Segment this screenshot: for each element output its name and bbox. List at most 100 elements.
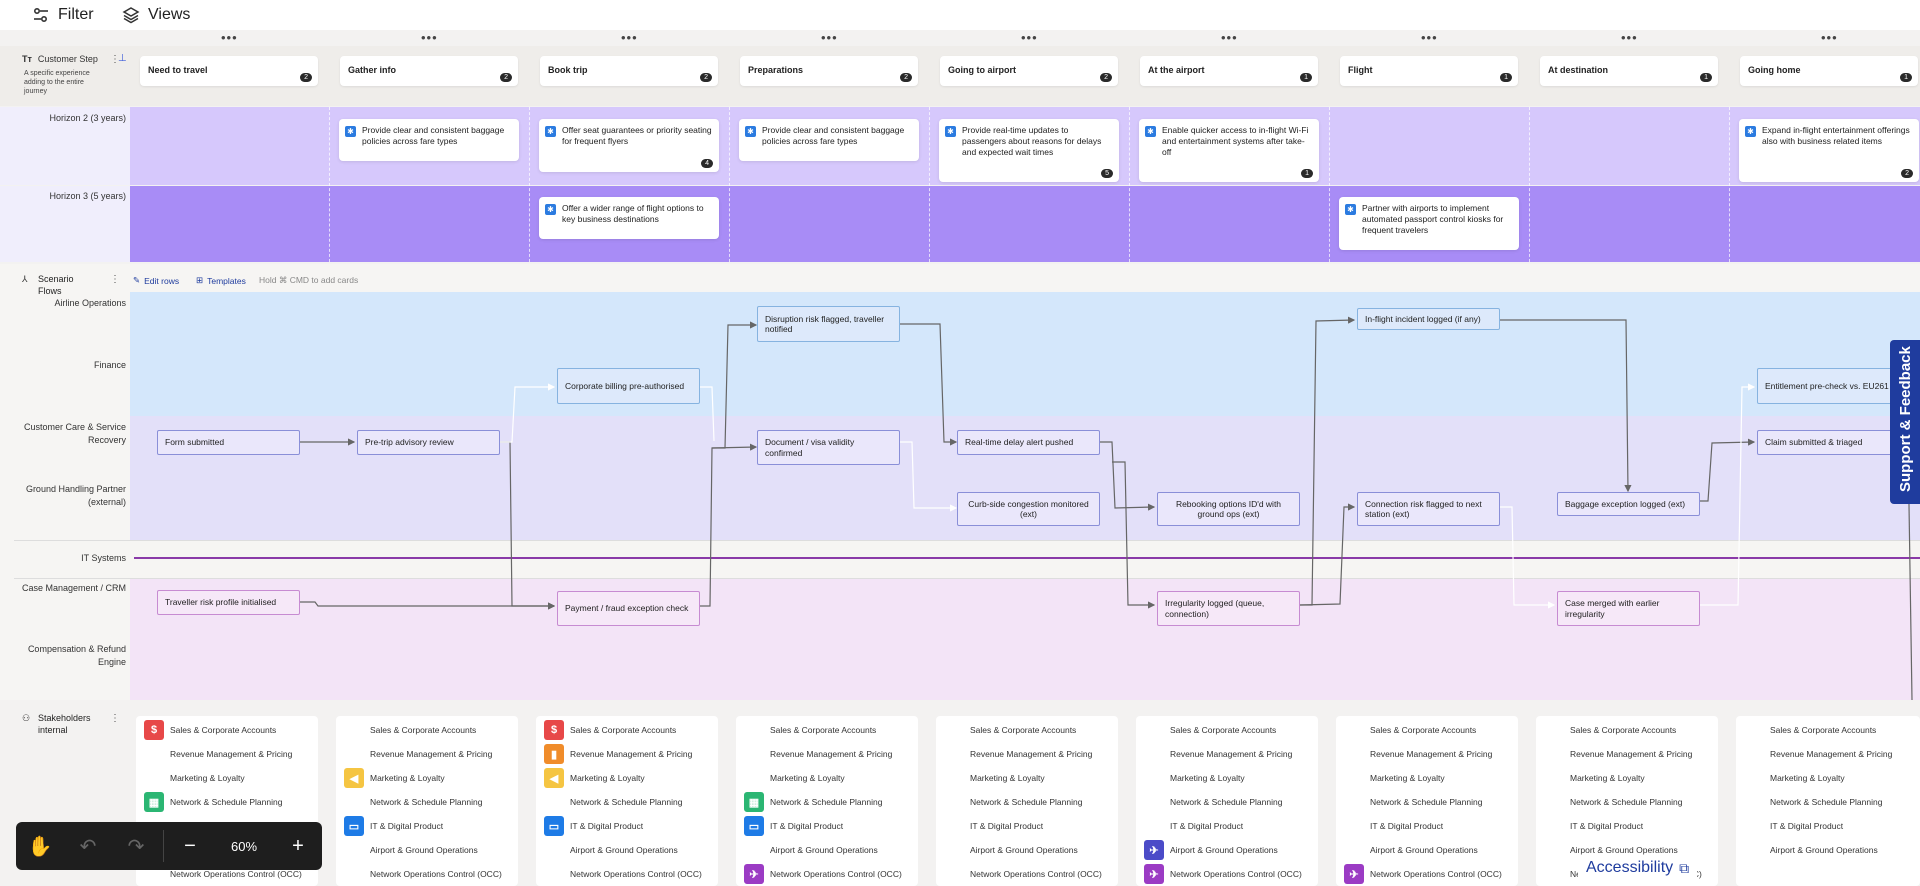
flow-card[interactable]: Entitlement pre-check vs. EU261 [1757,368,1900,404]
stakeholder-item[interactable]: ▭IT & Digital Product [544,815,643,837]
stakeholder-item[interactable]: Network Operations Control (OCC) [344,863,502,885]
stakeholder-item[interactable]: Sales & Corporate Accounts [744,719,876,741]
stakeholder-item[interactable]: Airport & Ground Operations [1744,839,1878,861]
stakeholder-item[interactable]: Revenue Management & Pricing [744,743,892,765]
stakeholder-item[interactable]: Sales & Corporate Accounts [1344,719,1476,741]
stakeholder-item[interactable]: Network & Schedule Planning [1744,791,1882,813]
column-menu-icon[interactable]: ••• [1421,30,1438,45]
flow-card[interactable]: Irregularity logged (queue, connection) [1157,591,1300,626]
idea-card[interactable]: ✱Offer a wider range of flight options t… [539,197,719,239]
idea-card[interactable]: ✱Provide clear and consistent baggage po… [739,119,919,161]
undo-button[interactable]: ↶ [64,822,112,870]
stakeholder-item[interactable]: Revenue Management & Pricing [1144,743,1292,765]
flow-card[interactable]: Traveller risk profile initialised [157,590,300,615]
idea-card[interactable]: ✱Partner with airports to implement auto… [1339,197,1519,250]
flow-card[interactable]: Baggage exception logged (ext) [1557,492,1700,516]
stakeholder-item[interactable]: Marketing & Loyalty [1544,767,1645,789]
flow-card[interactable]: Rebooking options ID'd with ground ops (… [1157,492,1300,526]
stakeholder-item[interactable]: Sales & Corporate Accounts [1544,719,1676,741]
column-menu-icon[interactable]: ••• [221,30,238,45]
stakeholder-item[interactable]: ✈Network Operations Control (OCC) [744,863,902,885]
flow-card[interactable]: In-flight incident logged (if any) [1357,308,1500,330]
stakeholder-item[interactable]: Network & Schedule Planning [1344,791,1482,813]
column-menu-icon[interactable]: ••• [421,30,438,45]
stakeholder-item[interactable]: $Sales & Corporate Accounts [144,719,276,741]
stakeholder-item[interactable]: Revenue Management & Pricing [1544,743,1692,765]
row-menu-icon[interactable]: ⋮ [110,274,120,285]
stakeholder-item[interactable]: ✈Airport & Ground Operations [1144,839,1278,861]
stakeholder-item[interactable]: Network & Schedule Planning [1144,791,1282,813]
stakeholder-item[interactable]: Network & Schedule Planning [944,791,1082,813]
idea-card[interactable]: ✱Enable quicker access to in-flight Wi-F… [1139,119,1319,182]
stakeholder-item[interactable]: ▦Network & Schedule Planning [144,791,282,813]
row-menu-icon[interactable]: ⋮ [110,713,120,724]
stakeholder-item[interactable]: IT & Digital Product [1344,815,1443,837]
pin-icon[interactable]: ⊥ [118,53,127,64]
stakeholder-item[interactable]: Sales & Corporate Accounts [1744,719,1876,741]
flow-card[interactable]: Payment / fraud exception check [557,591,700,626]
stakeholder-item[interactable]: IT & Digital Product [944,815,1043,837]
column-menu-icon[interactable]: ••• [1821,30,1838,45]
stakeholder-item[interactable]: Marketing & Loyalty [1144,767,1245,789]
stakeholder-item[interactable]: Airport & Ground Operations [1544,839,1678,861]
stakeholder-item[interactable]: ✈Network Operations Control (OCC) [1144,863,1302,885]
stakeholder-item[interactable]: Airport & Ground Operations [944,839,1078,861]
flow-card[interactable]: Claim submitted & triaged [1757,430,1900,455]
stakeholder-card[interactable]: Sales & Corporate Accounts Revenue Manag… [1736,716,1920,886]
stakeholder-item[interactable]: ▭IT & Digital Product [744,815,843,837]
stakeholder-item[interactable]: IT & Digital Product [1544,815,1643,837]
flow-card[interactable]: Pre-trip advisory review [357,430,500,455]
column-menu-icon[interactable]: ••• [1621,30,1638,45]
stakeholder-card[interactable]: Sales & Corporate Accounts Revenue Manag… [336,716,518,886]
stakeholder-card[interactable]: Sales & Corporate Accounts Revenue Manag… [936,716,1118,886]
stakeholder-item[interactable]: Revenue Management & Pricing [1344,743,1492,765]
flow-card[interactable]: Curb-side congestion monitored (ext) [957,492,1100,526]
stakeholder-item[interactable]: Sales & Corporate Accounts [1144,719,1276,741]
stakeholder-item[interactable]: IT & Digital Product [1744,815,1843,837]
flow-card[interactable]: Corporate billing pre-authorised [557,368,700,404]
stakeholder-item[interactable]: Revenue Management & Pricing [1744,743,1892,765]
flow-card[interactable]: Connection risk flagged to next station … [1357,492,1500,526]
stakeholder-item[interactable]: Airport & Ground Operations [544,839,678,861]
stakeholder-item[interactable]: Network & Schedule Planning [344,791,482,813]
column-menu-icon[interactable]: ••• [821,30,838,45]
stakeholder-item[interactable]: ◀Marketing & Loyalty [344,767,445,789]
stakeholder-item[interactable]: Marketing & Loyalty [1744,767,1845,789]
stakeholder-item[interactable]: ✈Network Operations Control (OCC) [1344,863,1502,885]
views-button[interactable]: Views [122,3,190,27]
filter-button[interactable]: Filter [32,3,94,27]
idea-card[interactable]: ✱Offer seat guarantees or priority seati… [539,119,719,172]
stakeholder-item[interactable]: Network & Schedule Planning [1544,791,1682,813]
accessibility-link[interactable]: Accessibility ⧉ [1578,856,1698,880]
stakeholder-item[interactable]: Network Operations Control (OCC) [944,863,1102,885]
stakeholder-item[interactable]: ▭IT & Digital Product [344,815,443,837]
flow-card[interactable]: Case merged with earlier irregularity [1557,591,1700,626]
templates-button[interactable]: ⊞Templates [196,275,246,286]
idea-card[interactable]: ✱Provide real-time updates to passengers… [939,119,1119,182]
stakeholder-item[interactable]: Network & Schedule Planning [544,791,682,813]
stakeholder-card[interactable]: Sales & Corporate Accounts Revenue Manag… [736,716,918,886]
redo-button[interactable]: ↷ [112,822,160,870]
stakeholder-item[interactable]: Network Operations Control (OCC) [144,863,302,885]
stakeholder-item[interactable]: Revenue Management & Pricing [144,743,292,765]
flow-card[interactable]: Form submitted [157,430,300,455]
stakeholder-card[interactable]: $Sales & Corporate Accounts ▮Revenue Man… [536,716,718,886]
stakeholder-item[interactable]: ◀Marketing & Loyalty [544,767,645,789]
stakeholder-item[interactable]: Marketing & Loyalty [744,767,845,789]
stakeholder-item[interactable]: Network Operations Control (OCC) [544,863,702,885]
stakeholder-card[interactable]: Sales & Corporate Accounts Revenue Manag… [1336,716,1518,886]
column-menu-icon[interactable]: ••• [621,30,638,45]
edit-rows-button[interactable]: ✎Edit rows [133,275,179,286]
row-menu-icon[interactable]: ⋮ [110,54,120,65]
stakeholder-item[interactable]: Marketing & Loyalty [944,767,1045,789]
column-menu-icon[interactable]: ••• [1021,30,1038,45]
idea-card[interactable]: ✱Provide clear and consistent baggage po… [339,119,519,161]
